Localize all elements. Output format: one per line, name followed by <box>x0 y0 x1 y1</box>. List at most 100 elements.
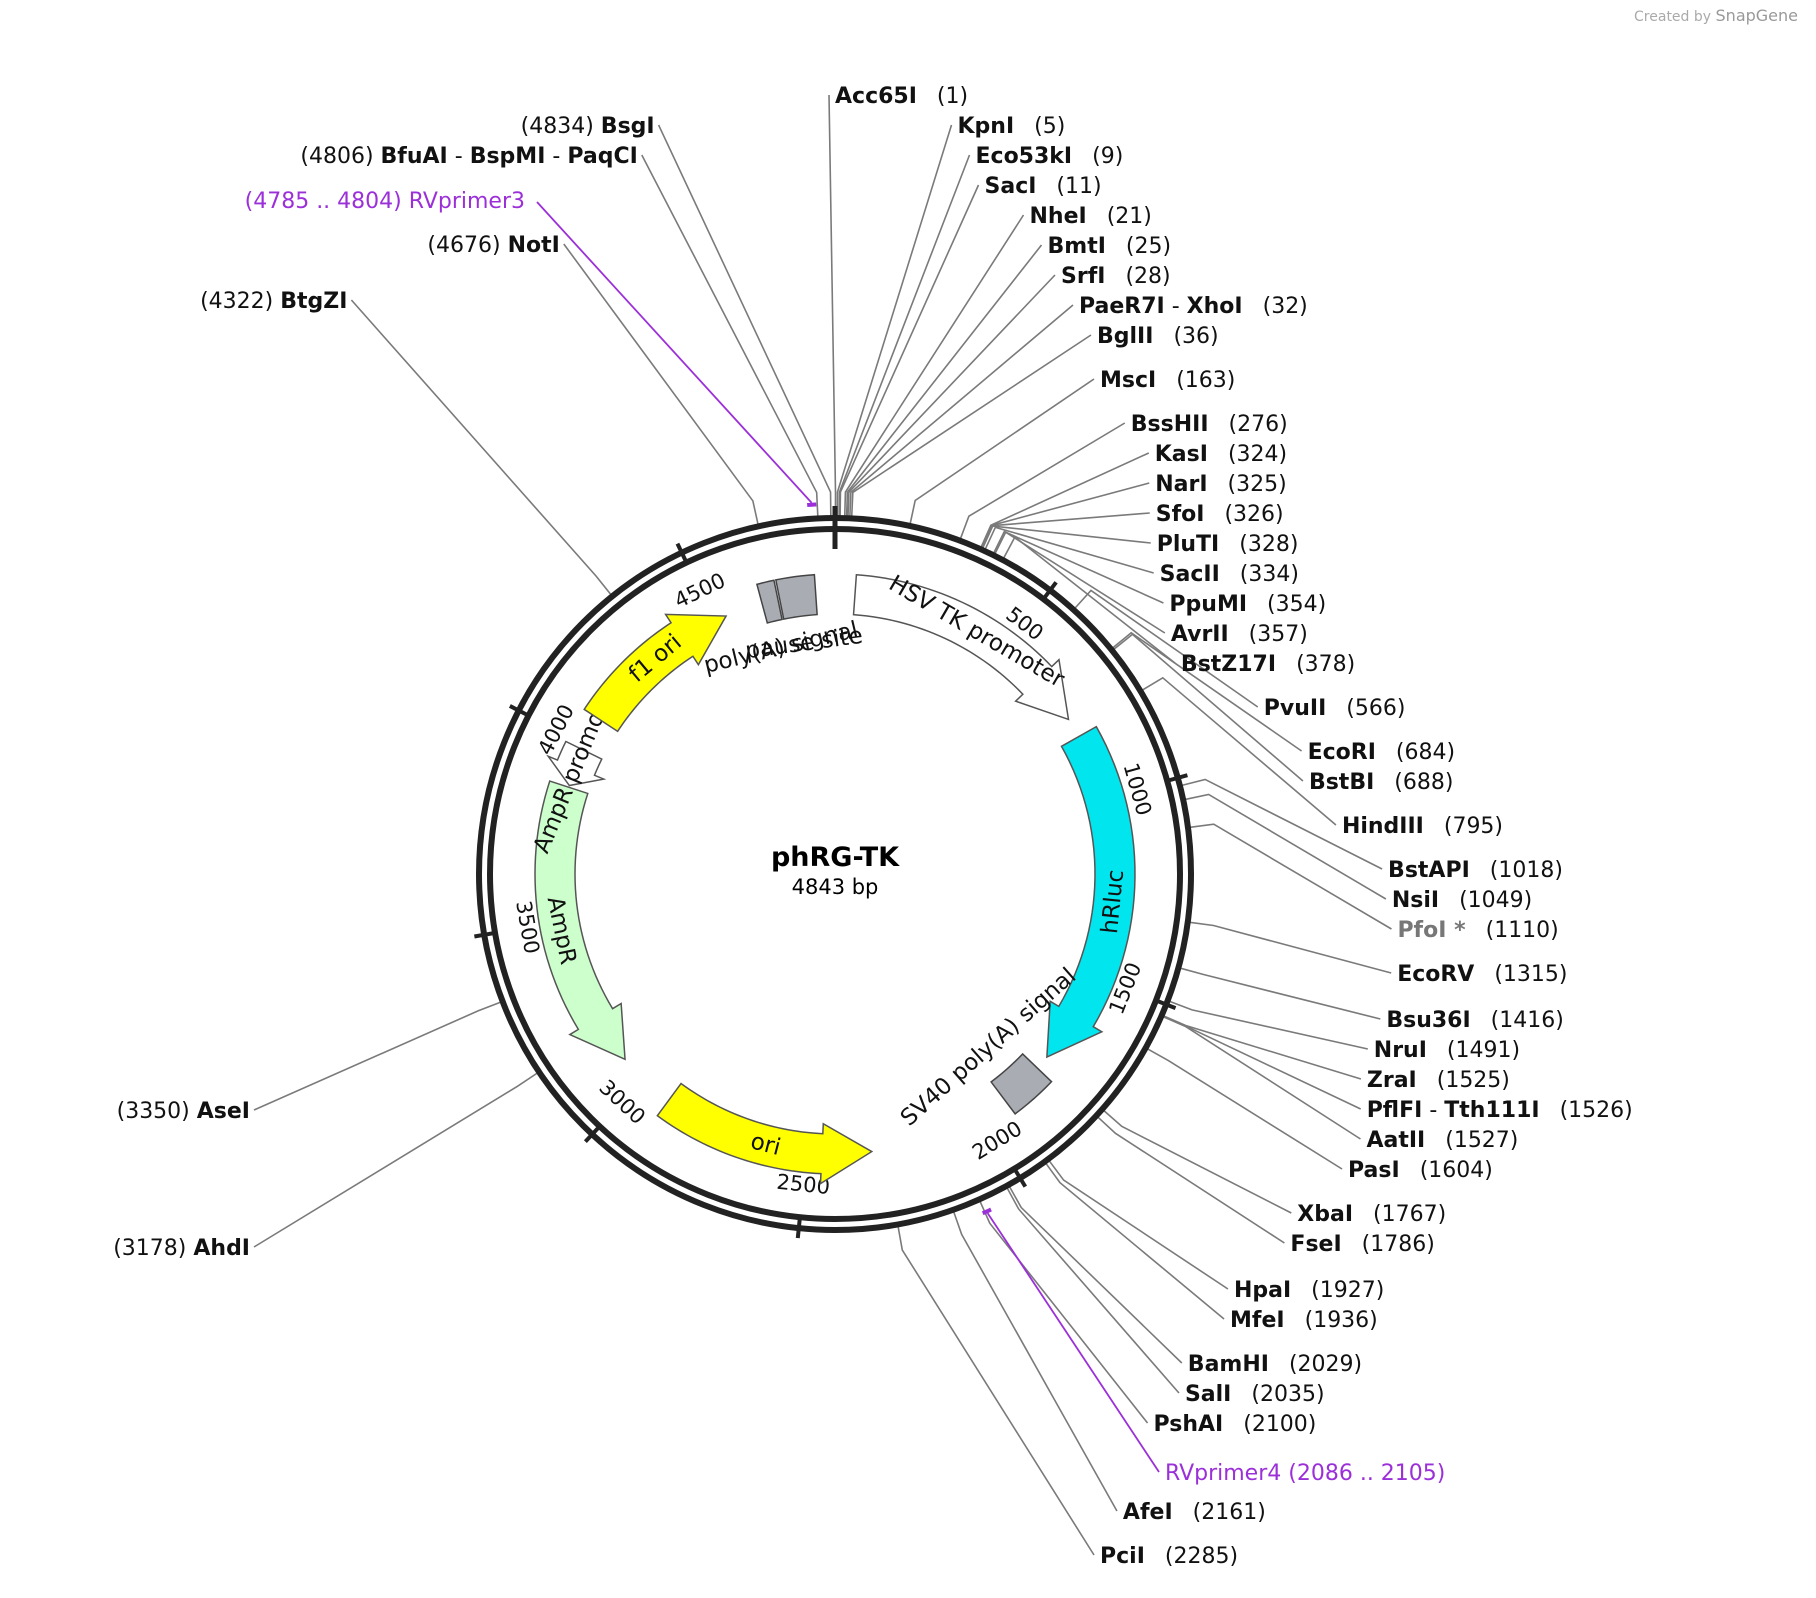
enzyme-bsshii-leader <box>959 422 1126 539</box>
enzyme-msci-leader <box>909 378 1095 525</box>
enzyme-sacii-leader <box>984 526 1154 574</box>
enzyme-bmti-leader <box>845 244 1043 517</box>
feature-hrluc <box>1046 725 1136 1059</box>
enzyme-ecori-label: EcoRI(684) <box>1308 740 1455 765</box>
enzyme-acc65i-leader <box>828 94 837 517</box>
enzyme-mfei-label: MfeI(1936) <box>1230 1308 1378 1333</box>
plasmid-length: 4843 bp <box>792 875 879 899</box>
enzyme-fsei-leader <box>1097 1116 1285 1244</box>
enzyme-ahdi-label: (3178) AhdI <box>113 1236 250 1261</box>
enzyme-bstz17i-leader <box>1002 535 1176 664</box>
enzyme-noti-leader <box>563 243 759 525</box>
enzyme-kasi-label: KasI(324) <box>1155 442 1287 467</box>
enzyme-bstz17i-label: BstZ17I(378) <box>1181 652 1355 677</box>
enzyme-nhei-leader <box>843 214 1025 517</box>
enzyme-bsu36i-label: Bsu36I(1416) <box>1386 1008 1563 1033</box>
tick-label-2000: 2000 <box>968 1116 1026 1164</box>
tick-1500 <box>1153 997 1177 1011</box>
tick-3000 <box>583 1123 603 1144</box>
site-labels: Acc65I(1)KpnI(5)Eco53kI(9)SacI(11)NheI(2… <box>113 84 1633 1569</box>
enzyme-pfoi-label: PfoI *(1110) <box>1397 918 1558 943</box>
feature-hsv-tk-promoter <box>852 573 1070 721</box>
enzyme-hpai-label: HpaI(1927) <box>1234 1278 1384 1303</box>
enzyme-eco53ki-leader <box>838 154 971 517</box>
enzyme-ecori-leader <box>1112 631 1303 752</box>
tick-2000 <box>1011 1165 1028 1188</box>
primer-rvprimer4-label: RVprimer4 (2086 .. 2105) <box>1165 1461 1445 1486</box>
snapgene-credit: Created by SnapGene <box>1634 6 1798 25</box>
enzyme-srfi-leader <box>847 274 1056 517</box>
enzyme-nari-label: NarI(325) <box>1155 472 1286 497</box>
enzyme-acc65i-label: Acc65I(1) <box>835 84 968 109</box>
tick-2500 <box>795 1215 803 1239</box>
leader-lines <box>253 94 1392 1556</box>
enzyme-btgzi-leader <box>350 299 612 596</box>
enzyme-bsgi-label: (4834) BsgI <box>521 114 655 139</box>
enzyme-pvuii-label: PvuII(566) <box>1264 696 1406 721</box>
enzyme-paer7i-xhoi-label: PaeR7I - XhoI(32) <box>1079 294 1308 319</box>
enzyme-kpni-leader <box>836 124 953 517</box>
enzyme-bfuai-bspmi-paqci-label: (4806) BfuAI - BspMI - PaqCI <box>300 144 637 169</box>
feature-f1-ori <box>583 613 728 733</box>
enzyme-bstapi-leader <box>1181 778 1383 870</box>
enzyme-sfoi-label: SfoI(326) <box>1156 502 1284 527</box>
enzyme-xbai-leader <box>1103 1109 1292 1214</box>
enzyme-aatii-leader <box>1162 1016 1361 1140</box>
enzyme-kpni-label: KpnI(5) <box>958 114 1066 139</box>
enzyme-noti-label: (4676) NotI <box>427 233 559 258</box>
tick-4500 <box>675 542 690 566</box>
enzyme-bstbi-leader <box>1113 633 1304 782</box>
primer-rvprimer4-leader <box>986 1212 1160 1473</box>
enzyme-bglii-leader <box>850 334 1092 517</box>
feature-ampr <box>534 780 626 1061</box>
credit-text: Created by <box>1634 9 1712 25</box>
enzyme-asei-leader <box>253 1001 502 1111</box>
enzyme-ppumi-label: PpuMI(354) <box>1169 592 1326 617</box>
enzyme-nrui-label: NruI(1491) <box>1374 1038 1520 1063</box>
enzyme-ecorv-label: EcoRV(1315) <box>1397 962 1567 987</box>
enzyme-pflfi-tth111i-label: PflFI - Tth111I(1526) <box>1367 1098 1633 1123</box>
enzyme-pluti-leader <box>982 525 1151 549</box>
enzyme-msci-label: MscI(163) <box>1100 368 1235 393</box>
enzyme-asei-label: (3350) AseI <box>117 1099 250 1124</box>
enzyme-hindiii-label: HindIII(795) <box>1342 814 1503 839</box>
enzyme-bfuai-bspmi-paqci-leader <box>641 154 819 517</box>
primer-rvprimer3-label: (4785 .. 4804) RVprimer3 <box>245 189 525 214</box>
tick-500 <box>1040 581 1058 602</box>
primer-rvprimer4-arc <box>981 1207 992 1216</box>
enzyme-pflfi-tth111i-leader <box>1163 1015 1362 1110</box>
enzyme-nsii-leader <box>1184 793 1387 900</box>
enzyme-pasi-label: PasI(1604) <box>1348 1158 1493 1183</box>
tick-3500 <box>474 930 498 939</box>
enzyme-pvuii-leader <box>1074 589 1259 708</box>
enzyme-ecorv-leader <box>1189 921 1392 974</box>
enzyme-avrii-leader <box>994 531 1166 634</box>
enzyme-xbai-label: XbaI(1767) <box>1297 1202 1446 1227</box>
enzyme-saci-label: SacI(11) <box>985 174 1102 199</box>
enzyme-bglii-label: BglII(36) <box>1097 324 1219 349</box>
enzyme-bsshii-label: BssHII(276) <box>1131 412 1288 437</box>
enzyme-pfoi-leader <box>1189 823 1392 930</box>
tick-4000 <box>508 704 532 719</box>
feature-pause-site <box>774 573 818 620</box>
enzyme-mfei-leader <box>1045 1162 1225 1320</box>
feature-hrluc-label: hRluc <box>1097 869 1129 935</box>
feature-ampr-promoter <box>546 740 607 787</box>
enzyme-pasi-leader <box>1147 1048 1343 1170</box>
enzyme-pcii-label: PciI(2285) <box>1100 1544 1238 1569</box>
enzyme-zrai-label: ZraI(1525) <box>1367 1068 1510 1093</box>
enzyme-pcii-leader <box>897 1226 1095 1556</box>
enzyme-pshai-leader <box>979 1200 1149 1424</box>
enzyme-sali-label: SalI(2035) <box>1185 1382 1325 1407</box>
enzyme-nsii-label: NsiI(1049) <box>1392 888 1532 913</box>
enzyme-ahdi-leader <box>253 1072 538 1248</box>
enzyme-hpai-leader <box>1048 1160 1229 1290</box>
enzyme-nrui-leader <box>1169 1000 1368 1050</box>
enzyme-bsu36i-leader <box>1180 967 1381 1020</box>
enzyme-bstapi-label: BstAPI(1018) <box>1388 858 1563 883</box>
primer-rvprimer3-arc <box>807 502 817 508</box>
feature-poly-a-signal <box>755 579 783 624</box>
enzyme-bamhi-label: BamHI(2029) <box>1188 1352 1362 1377</box>
enzyme-sacii-label: SacII(334) <box>1160 562 1299 587</box>
